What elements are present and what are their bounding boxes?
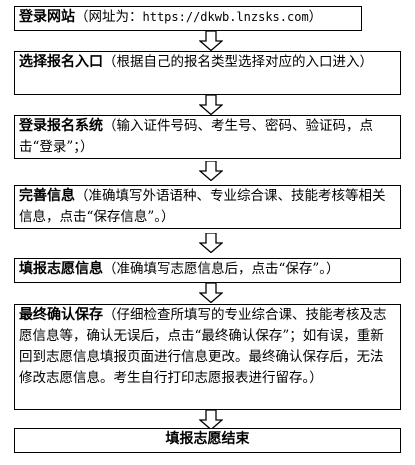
step-final-confirm: 最终确认保存（仔细检查所填写的专业综合课、技能考核及志愿信息等，确认无误后，点击… <box>14 304 401 410</box>
step-text-close: ） <box>308 9 323 25</box>
step-complete-info: 完善信息（准确填写外语语种、专业综合课、技能考核等相关信息，点击“保存信息”。） <box>14 185 401 229</box>
step-text: （根据自己的报名类型选择对应的入口进入） <box>103 54 373 70</box>
down-arrow-icon <box>199 283 223 303</box>
step-finish: 填报志愿结束 <box>14 428 401 453</box>
step-text-open: （网址为： <box>75 9 143 25</box>
down-arrow-icon <box>199 410 223 430</box>
website-url: https://dkwb.lnzsks.com <box>142 10 309 24</box>
step-select-entry: 选择报名入口（根据自己的报名类型选择对应的入口进入） <box>14 51 401 95</box>
step-title: 最终确认保存 <box>19 307 103 323</box>
step-text: （输入证件号码、考生号、密码、验证码，点击“登录”；） <box>19 118 373 155</box>
step-title: 登录报名系统 <box>19 118 103 134</box>
down-arrow-icon <box>199 233 223 253</box>
step-text: （准确填写外语语种、专业综合课、技能考核等相关信息，点击“保存信息”。） <box>19 188 386 225</box>
step-title: 填报志愿结束 <box>165 431 250 447</box>
step-login-website: 登录网站（网址为：https://dkwb.lnzsks.com） <box>14 6 362 31</box>
down-arrow-icon <box>199 95 223 115</box>
step-login-system: 登录报名系统（输入证件号码、考生号、密码、验证码，点击“登录”；） <box>14 115 401 159</box>
step-title: 登录网站 <box>19 9 75 25</box>
step-text: （仔细检查所填写的专业综合课、技能考核及志愿信息等，确认无误后，点击“最终确认保… <box>19 307 387 386</box>
step-title: 完善信息 <box>19 188 75 204</box>
down-arrow-icon <box>199 31 223 51</box>
step-fill-preferences: 填报志愿信息（准确填写志愿信息后，点击“保存”。） <box>14 258 401 283</box>
step-text: （准确填写志愿信息后，点击“保存”。） <box>103 261 340 277</box>
step-title: 选择报名入口 <box>19 54 103 70</box>
step-title: 填报志愿信息 <box>19 261 103 277</box>
down-arrow-icon <box>199 161 223 181</box>
